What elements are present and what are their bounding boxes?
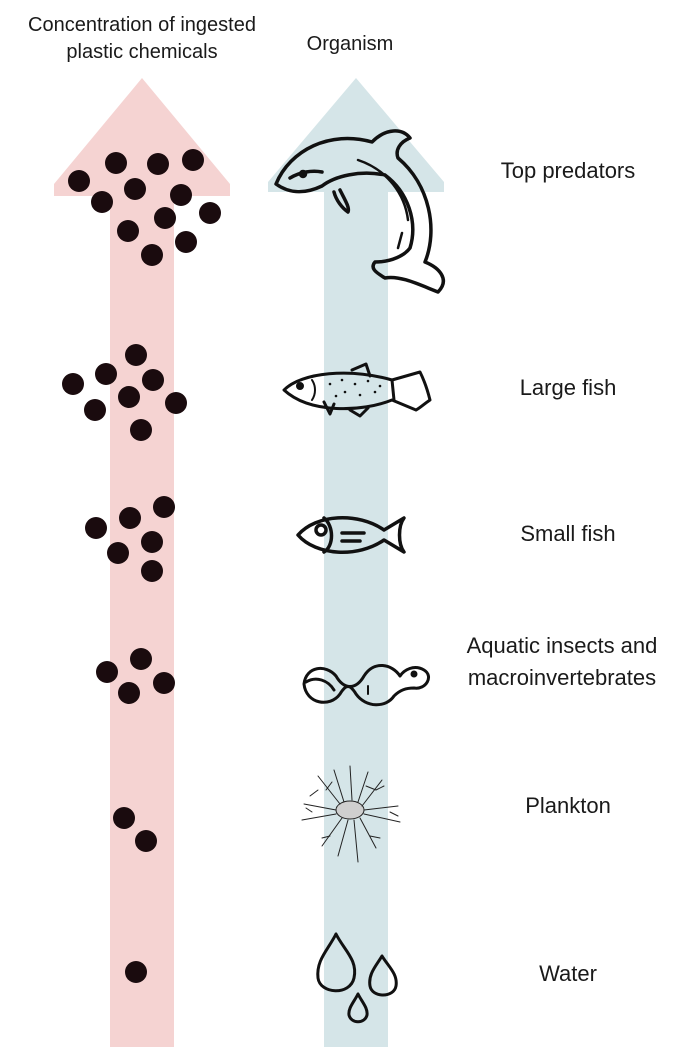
organism-arrow bbox=[268, 78, 444, 1047]
plastic-particle bbox=[147, 153, 169, 175]
plastic-particle bbox=[135, 830, 157, 852]
plastic-particle bbox=[141, 244, 163, 266]
concentration-arrow bbox=[54, 78, 230, 1047]
plastic-particle bbox=[141, 531, 163, 553]
level-label-small-line: Small fish bbox=[468, 518, 668, 550]
plastic-particle bbox=[68, 170, 90, 192]
level-label-insects-line-2: macroinvertebrates bbox=[446, 662, 678, 694]
level-label-large: Large fish bbox=[468, 372, 668, 404]
plastic-particle bbox=[118, 682, 140, 704]
plastic-particle bbox=[105, 152, 127, 174]
plastic-particle bbox=[118, 386, 140, 408]
plastic-particle bbox=[153, 672, 175, 694]
level-label-top: Top predators bbox=[468, 155, 668, 187]
plastic-particle bbox=[107, 542, 129, 564]
plastic-particle bbox=[182, 149, 204, 171]
plastic-particle bbox=[85, 517, 107, 539]
plastic-particle bbox=[175, 231, 197, 253]
plastic-particle bbox=[117, 220, 139, 242]
level-label-top-line: Top predators bbox=[468, 155, 668, 187]
plastic-particle bbox=[96, 661, 118, 683]
plastic-particle bbox=[130, 648, 152, 670]
level-label-insects-line-1: Aquatic insects and bbox=[446, 630, 678, 662]
plastic-particle bbox=[113, 807, 135, 829]
plastic-particle bbox=[141, 560, 163, 582]
level-label-plankton-line: Plankton bbox=[468, 790, 668, 822]
plastic-particle bbox=[95, 363, 117, 385]
level-label-water-line: Water bbox=[468, 958, 668, 990]
plastic-particle bbox=[124, 178, 146, 200]
level-label-large-line: Large fish bbox=[468, 372, 668, 404]
plastic-particle bbox=[130, 419, 152, 441]
plastic-particle bbox=[84, 399, 106, 421]
level-label-water: Water bbox=[468, 958, 668, 990]
particle-cluster-water bbox=[125, 961, 147, 983]
plastic-particle bbox=[153, 496, 175, 518]
plastic-particle bbox=[142, 369, 164, 391]
level-label-small: Small fish bbox=[468, 518, 668, 550]
plastic-particle bbox=[170, 184, 192, 206]
plastic-particle bbox=[125, 961, 147, 983]
plastic-particle bbox=[154, 207, 176, 229]
plastic-particle bbox=[165, 392, 187, 414]
level-label-insects: Aquatic insects and macroinvertebrates bbox=[446, 630, 678, 694]
plastic-particle bbox=[199, 202, 221, 224]
plastic-particle bbox=[125, 344, 147, 366]
level-label-plankton: Plankton bbox=[468, 790, 668, 822]
plastic-particle bbox=[62, 373, 84, 395]
plastic-particle bbox=[119, 507, 141, 529]
plastic-particle bbox=[91, 191, 113, 213]
